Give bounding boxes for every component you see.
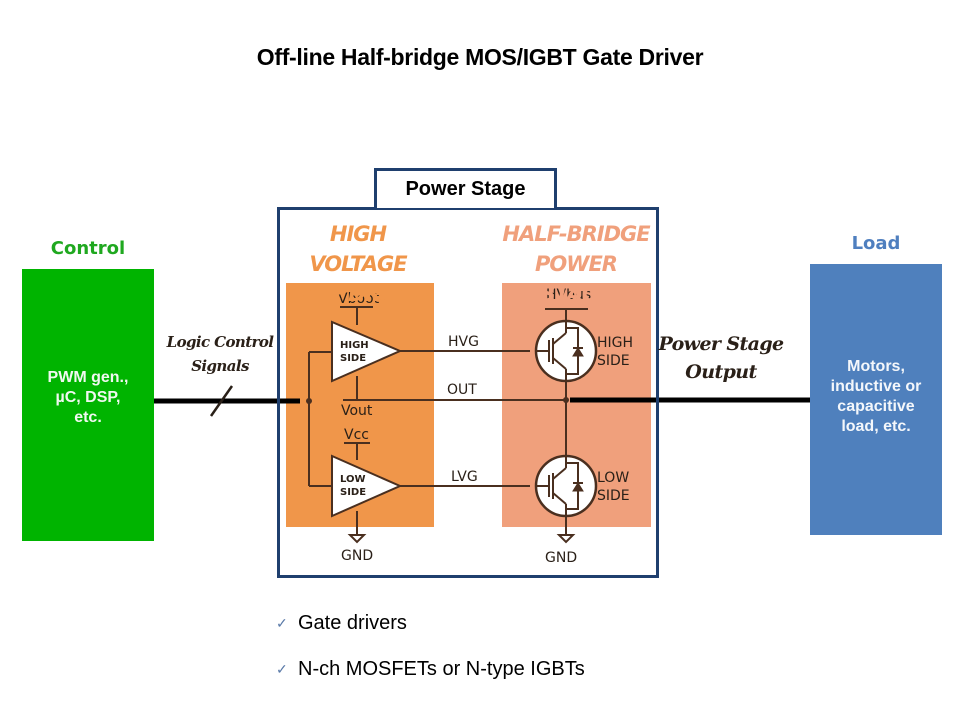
- gate-driver-title: HIGH VOLTAGE GATE DRIVER: [282, 219, 434, 309]
- high-side-igbt-label: HIGH: [597, 335, 633, 351]
- logic-label-line: Signals: [191, 357, 249, 375]
- out-label: OUT: [447, 382, 477, 398]
- high-side-driver-label: HIGH: [340, 340, 369, 351]
- hvg-label: HVG: [448, 334, 479, 350]
- control-line: µC, DSP,: [55, 389, 121, 406]
- logic-control-signals-label: Logic Control Signals: [160, 330, 280, 378]
- high-side-driver-triangle: [331, 320, 403, 383]
- low-side-igbt-label: LOW: [597, 470, 629, 486]
- bullet-item: ✓ Gate drivers: [276, 600, 585, 646]
- control-block: [22, 269, 154, 541]
- low-side-driver-label: LOW: [340, 474, 366, 485]
- half-bridge-title-line: HALF-BRIDGE: [502, 222, 650, 246]
- control-line: PWM gen.,: [47, 369, 129, 386]
- vout-label: Vout: [341, 403, 373, 419]
- load-block-text: Motors, inductive or capacitive load, et…: [810, 357, 942, 437]
- bullet-list: ✓ Gate drivers ✓ N-ch MOSFETs or N-type …: [276, 600, 585, 692]
- output-label-line: Power Stage: [658, 333, 784, 355]
- hvbus-label: HVbus: [546, 287, 591, 303]
- bus-slash-icon: [209, 385, 234, 417]
- vboot-label: Vboot: [338, 291, 380, 307]
- high-side-igbt-label: SIDE: [597, 353, 630, 369]
- power-stage-label: Power Stage: [405, 178, 526, 200]
- check-icon: ✓: [276, 660, 288, 677]
- power-ground-icon: [556, 534, 576, 544]
- power-gnd-label: GND: [545, 550, 577, 566]
- bullet-text: N-ch MOSFETs or N-type IGBTs: [298, 657, 585, 680]
- output-label-line: Output: [685, 361, 757, 383]
- bullet-text: Gate drivers: [298, 611, 407, 634]
- lvg-label: LVG: [451, 469, 478, 485]
- load-line: inductive or: [830, 378, 922, 395]
- high-side-driver-label: SIDE: [340, 353, 366, 364]
- power-stage-frame: [277, 207, 659, 578]
- vcc-label: Vcc: [344, 427, 369, 443]
- bullet-item: ✓ N-ch MOSFETs or N-type IGBTs: [276, 646, 585, 692]
- half-bridge-title: HALF-BRIDGE POWER STAGE: [500, 219, 652, 309]
- load-block: [810, 264, 942, 535]
- driver-ground-icon: [347, 534, 367, 544]
- slide-title: Off-line Half-bridge MOS/IGBT Gate Drive…: [256, 44, 704, 70]
- logic-label-line: Logic Control: [166, 333, 274, 351]
- half-bridge-title-line: POWER STAGE: [535, 252, 618, 306]
- load-line: load, etc.: [841, 418, 911, 435]
- control-line: etc.: [74, 409, 102, 426]
- load-line: Motors,: [847, 358, 905, 375]
- load-line: capacitive: [837, 398, 915, 415]
- power-stage-tab: [374, 168, 557, 208]
- driver-gnd-label: GND: [341, 548, 373, 564]
- low-side-igbt-label: SIDE: [597, 488, 630, 504]
- power-stage-output-label: Power Stage Output: [656, 330, 786, 386]
- control-block-text: PWM gen., µC, DSP, etc.: [22, 368, 154, 428]
- check-icon: ✓: [276, 614, 288, 631]
- load-label: Load: [851, 233, 901, 254]
- control-label: Control: [50, 238, 126, 259]
- low-side-driver-triangle: [331, 454, 403, 518]
- low-side-driver-label: SIDE: [340, 487, 366, 498]
- gate-driver-title-line: GATE DRIVER: [285, 282, 432, 306]
- gate-driver-title-line: HIGH VOLTAGE: [309, 222, 407, 276]
